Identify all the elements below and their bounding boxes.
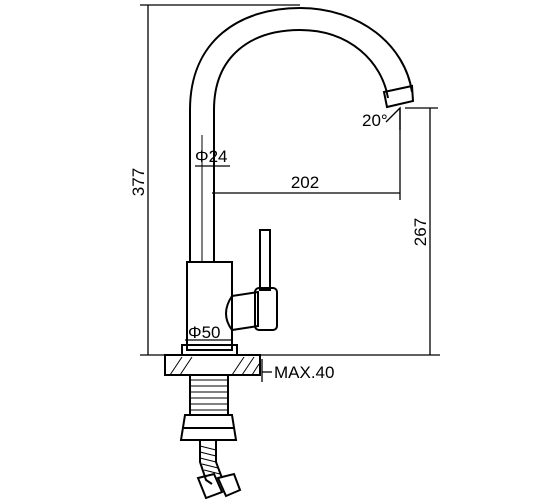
hose-braiding — [199, 445, 221, 475]
aerator — [382, 84, 415, 109]
dim-base-diameter: Φ50 — [188, 323, 220, 342]
threaded-shank — [189, 374, 229, 416]
deck-hatching — [169, 356, 260, 376]
base-flange — [181, 344, 238, 356]
body-cylinder — [186, 261, 233, 351]
dim-total-height: 377 — [129, 168, 148, 196]
dim-outlet-height: 267 — [411, 218, 430, 246]
lock-nut — [179, 414, 238, 441]
handle-lever — [259, 229, 271, 291]
hose-right — [215, 440, 223, 479]
hose-fitting-right — [216, 472, 242, 498]
spout-tube-inner — [213, 28, 389, 262]
dim-swivel-angle: 20° — [362, 111, 388, 130]
handle-knob — [254, 287, 278, 331]
shank-threads — [190, 379, 228, 411]
deck-hatch — [164, 354, 261, 376]
dim-reach: 202 — [291, 173, 319, 192]
dimension-lines — [140, 4, 438, 382]
hose-left — [199, 440, 213, 485]
spout-tube-outer — [189, 6, 413, 262]
dim-max-deck-thickness: MAX.40 — [274, 363, 334, 382]
hose-fitting-left — [196, 472, 224, 500]
handle-cartridge — [225, 290, 259, 332]
dim-spout-diameter: Φ24 — [195, 147, 227, 166]
faucet-outline — [140, 6, 440, 500]
